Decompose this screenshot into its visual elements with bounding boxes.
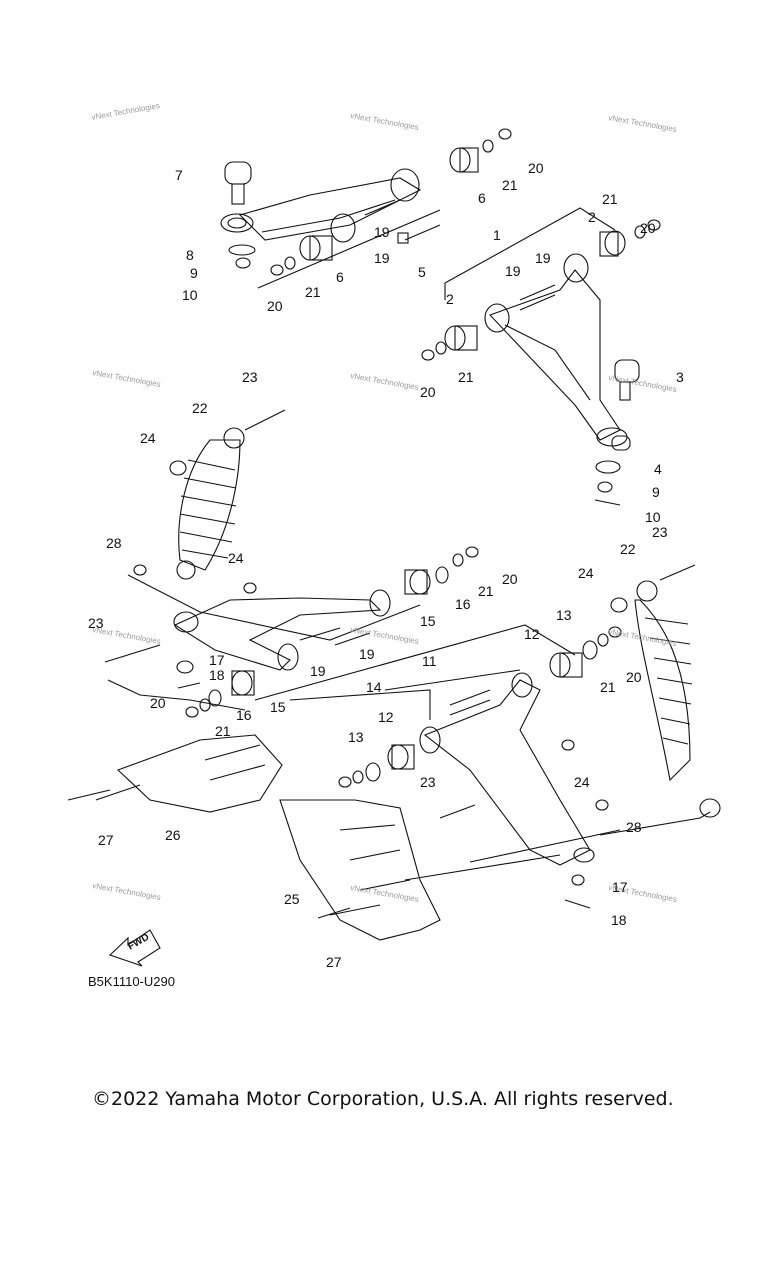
callout-number: 20 <box>420 384 436 400</box>
callout-number: 24 <box>228 550 244 566</box>
callout-number: 11 <box>422 653 437 669</box>
diagram-code: B5K1110-U290 <box>88 974 175 989</box>
callout-number: 18 <box>209 667 225 683</box>
callout-number: 7 <box>175 167 183 183</box>
callout-number: 2 <box>446 291 454 307</box>
callout-number: 15 <box>420 613 436 629</box>
callout-number: 8 <box>186 247 194 263</box>
callout-number: 22 <box>192 400 208 416</box>
callout-number: 6 <box>336 269 344 285</box>
callout-number: 23 <box>652 524 668 540</box>
callout-number: 21 <box>305 284 321 300</box>
callout-number: 3 <box>676 369 684 385</box>
callout-number: 19 <box>505 263 521 279</box>
fwd-label: FWD <box>126 932 151 953</box>
callout-number: 20 <box>150 695 166 711</box>
callout-number: 1 <box>493 227 501 243</box>
callout-number: 19 <box>374 224 390 240</box>
callout-number: 19 <box>374 250 390 266</box>
callout-number: 20 <box>640 220 656 236</box>
callout-number: 21 <box>602 191 618 207</box>
callout-number: 24 <box>140 430 156 446</box>
callout-number: 2 <box>588 209 596 225</box>
callout-number: 21 <box>458 369 474 385</box>
callout-number: 12 <box>524 626 540 642</box>
callout-number: 24 <box>578 565 594 581</box>
callout-number: 14 <box>366 679 382 695</box>
watermark: vNext Technologies <box>92 881 162 902</box>
callout-number: 13 <box>556 607 572 623</box>
callout-number: 27 <box>326 954 342 970</box>
callout-number: 22 <box>620 541 636 557</box>
callout-number: 9 <box>652 484 660 500</box>
callout-number: 18 <box>611 912 627 928</box>
callout-number: 26 <box>165 827 181 843</box>
callout-number: 15 <box>270 699 286 715</box>
callout-number: 28 <box>626 819 642 835</box>
callout-number: 17 <box>612 879 628 895</box>
callout-number: 17 <box>209 652 225 668</box>
callout-number: 20 <box>267 298 283 314</box>
callout-number: 10 <box>645 509 661 525</box>
callout-number: 13 <box>348 729 364 745</box>
watermark: vNext Technologies <box>608 627 678 648</box>
callout-number: 4 <box>654 461 662 477</box>
callout-number: 19 <box>310 663 326 679</box>
callout-number: 21 <box>478 583 494 599</box>
callout-number: 6 <box>478 190 486 206</box>
callout-number: 21 <box>600 679 616 695</box>
watermark: vNext Technologies <box>350 371 420 392</box>
watermark: vNext Technologies <box>350 883 420 904</box>
callout-number: 27 <box>98 832 114 848</box>
watermark: vNext Technologies <box>608 373 678 394</box>
watermark: vNext Technologies <box>350 625 420 646</box>
callout-number: 24 <box>574 774 590 790</box>
callout-number: 20 <box>626 669 642 685</box>
copyright: ©2022 Yamaha Motor Corporation, U.S.A. A… <box>92 1088 674 1110</box>
callout-number: 21 <box>502 177 518 193</box>
callout-number: 28 <box>106 535 122 551</box>
callout-number: 25 <box>284 891 300 907</box>
callout-number: 23 <box>88 615 104 631</box>
callout-number: 10 <box>182 287 198 303</box>
watermark: vNext Technologies <box>92 368 162 389</box>
callout-number: 20 <box>528 160 544 176</box>
watermark: vNext Technologies <box>91 101 161 122</box>
watermark: vNext Technologies <box>350 111 420 132</box>
watermark: vNext Technologies <box>608 113 678 134</box>
callout-number: 5 <box>418 264 426 280</box>
callout-number: 23 <box>420 774 436 790</box>
callout-number: 12 <box>378 709 394 725</box>
callout-number: 19 <box>359 646 375 662</box>
callout-number: 16 <box>455 596 471 612</box>
callout-number: 16 <box>236 707 252 723</box>
callout-number: 23 <box>242 369 258 385</box>
callout-number: 9 <box>190 265 198 281</box>
callout-number: 19 <box>535 250 551 266</box>
callout-number: 20 <box>502 571 518 587</box>
callout-number: 21 <box>215 723 231 739</box>
